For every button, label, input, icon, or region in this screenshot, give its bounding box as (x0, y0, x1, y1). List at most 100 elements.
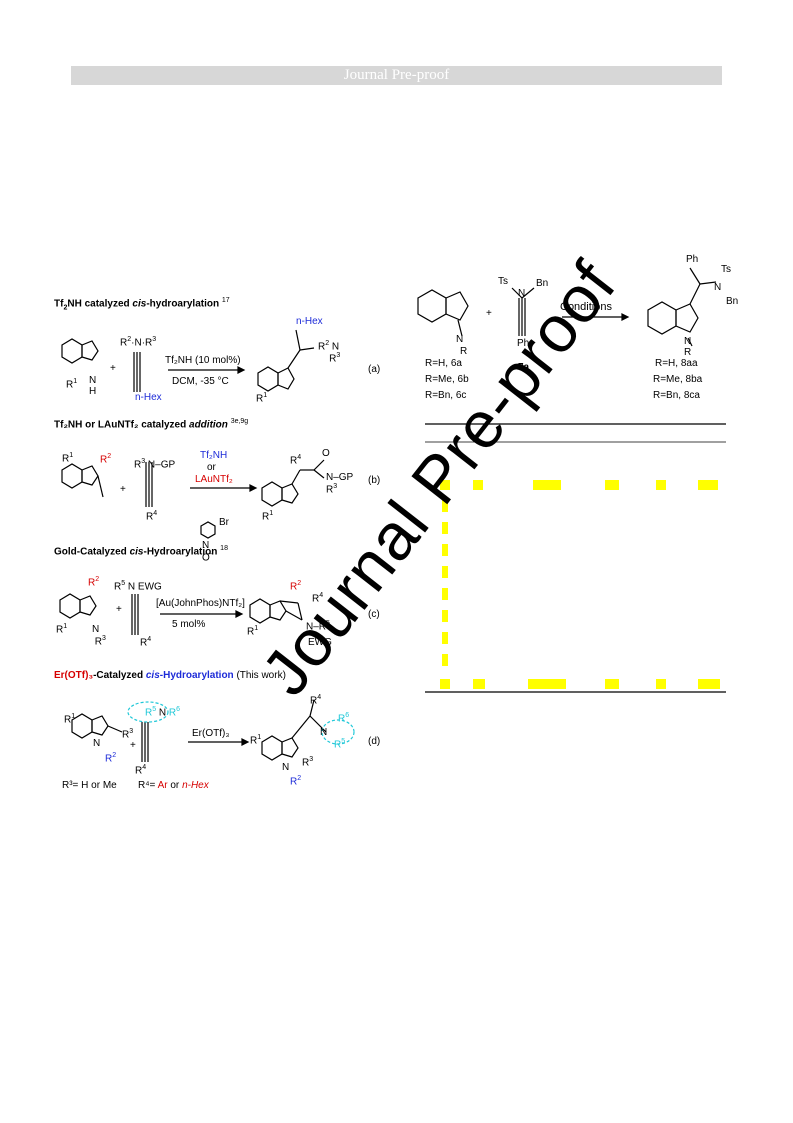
reactant-label-6c: R=Bn, 6c (425, 390, 467, 401)
scheme-d-product-r5: R5 (334, 738, 346, 751)
scheme-d-r1: R1 (64, 713, 76, 726)
plus-sign: + (120, 484, 126, 495)
plus-sign: + (486, 308, 492, 319)
alkyne-label-7a: 7a (518, 362, 530, 373)
indole-structure-c (59, 593, 97, 619)
scheme-a-tag: (a) (368, 364, 381, 375)
scheme-d-tag: (d) (368, 736, 381, 747)
scheme-d-product-r2: R2 (290, 775, 302, 788)
conditions-label: Conditions (560, 301, 612, 313)
product-structure-a (257, 329, 315, 392)
scheme-d-r4-note: R⁴= Ar or n-Hex (138, 780, 209, 791)
plus-sign: + (116, 604, 122, 615)
journal-preproof-banner: Journal Pre-proof (71, 66, 722, 85)
indole-structure-d (71, 713, 123, 739)
scheme-c-product-ewg: EWG (308, 637, 332, 648)
scheme-a-heading: Tf2NH catalyzed cis-hydroarylation 17 (54, 297, 230, 312)
product-structure-b (261, 459, 325, 507)
highlight-mark (473, 679, 485, 689)
scheme-d-r3-note: R³= H or Me (62, 780, 117, 791)
scheme-b-r1: R1 (62, 452, 74, 465)
scheme-c-r5: R5 N EWG (114, 580, 162, 593)
scheme-a-product-r1: R1 (256, 392, 268, 405)
highlight-mark (440, 679, 450, 689)
scheme-b-heading: Tf₂NH or LAuNTf₂ catalyzed addition 3e,9… (54, 418, 249, 431)
scheme-c-product-r2: R2 (290, 580, 302, 593)
scheme-b-reagent1: Tf₂NH (200, 450, 228, 461)
scheme-d-heading: Er(OTf)₃-Catalyzed cis-Hydroarylation (T… (54, 670, 286, 681)
scheme-c-loading: 5 mol% (172, 619, 206, 630)
scheme-c-r1: R1 (56, 623, 68, 636)
scheme-b-ynamide: R3 N–GP (134, 458, 176, 471)
scheme-a-reagent: Tf₂NH (10 mol%) (165, 355, 241, 366)
scheme-a-product-hex: n-Hex (296, 316, 323, 327)
reactant-n: N (456, 334, 464, 345)
scheme-d-product-r1: R1 (250, 734, 262, 747)
highlight-mark (698, 480, 718, 490)
highlight-mark (605, 679, 619, 689)
scheme-d-product-r3: R3 (302, 756, 314, 769)
scheme-b-r4: R4 (146, 510, 158, 523)
plus-sign: + (110, 363, 116, 374)
highlight-column (442, 500, 448, 670)
indole-structure-b (61, 463, 104, 498)
scheme-d-r4: R4 (135, 764, 147, 777)
ynamide-ts: Ts (498, 276, 508, 287)
ynamide-ph: Ph (517, 338, 530, 349)
scheme-c-r2: R2 (88, 576, 100, 589)
scheme-a-hex: n-Hex (135, 392, 162, 403)
highlight-mark (528, 679, 566, 689)
scheme-d-product-r6: R6 (338, 712, 350, 725)
scheme-b-br: Br (219, 517, 229, 528)
highlight-mark (440, 480, 450, 490)
scheme-b-reagent2: LAuNTf₂ (195, 474, 233, 485)
scheme-d-r3: R3 (122, 728, 134, 741)
product-structure-d (261, 699, 327, 761)
scheme-c-product-r4: R4 (312, 592, 324, 605)
highlight-mark (698, 679, 720, 689)
reactant-label-6b: R=Me, 6b (425, 374, 469, 385)
scheme-c-heading: Gold-Catalyzed cis-Hydroarylation 18 (54, 545, 228, 558)
scheme-c-product-n: N–R5 (306, 620, 330, 633)
product-structure-c (249, 598, 303, 624)
scheme-d-product-n: N (320, 727, 328, 738)
scheme-b-r2: R2 (100, 453, 112, 466)
scheme-c-r4: R4 (140, 636, 152, 649)
highlight-mark (656, 480, 666, 490)
scheme-c-product-r1: R1 (247, 625, 259, 638)
scheme-a-r1: R1 (66, 378, 78, 391)
reactant-r: R (460, 346, 468, 357)
scheme-d-product-r4: R4 (310, 694, 322, 707)
scheme-c-reagent: [Au(JohnPhos)NTf₂] (156, 598, 245, 609)
scheme-b-product-o: O (322, 448, 330, 459)
ynamide-bn: Bn (536, 278, 549, 289)
product-n: N (714, 282, 722, 293)
product-label-8ba: R=Me, 8ba (653, 374, 703, 385)
product-structure-8 (647, 267, 717, 347)
product-ph: Ph (686, 254, 699, 265)
scheme-b-tag: (b) (368, 475, 381, 486)
scheme-b-product-r1: R1 (262, 510, 274, 523)
scheme-d-reagent: Er(OTf)₃ (192, 728, 230, 739)
highlight-mark (533, 480, 561, 490)
product-label-8ca: R=Bn, 8ca (653, 390, 700, 401)
scheme-d-r2: R2 (105, 752, 117, 765)
ynamide-n: N (518, 288, 526, 299)
product-label-8aa: R=H, 8aa (655, 358, 698, 369)
scheme-d-n: N (93, 738, 101, 749)
indole-structure-a (61, 338, 99, 364)
product-ts: Ts (721, 264, 731, 275)
highlight-mark (656, 679, 666, 689)
scheme-b-product-r4: R4 (290, 454, 302, 467)
scheme-c-tag: (c) (368, 609, 380, 620)
highlight-mark (473, 480, 483, 490)
plus-sign: + (130, 740, 136, 751)
scheme-d-r5r6: R5 N R6 (145, 706, 181, 719)
scheme-d-product-n-ring: N (282, 762, 290, 773)
scheme-a-product-n: R2 N R3 (318, 340, 341, 365)
